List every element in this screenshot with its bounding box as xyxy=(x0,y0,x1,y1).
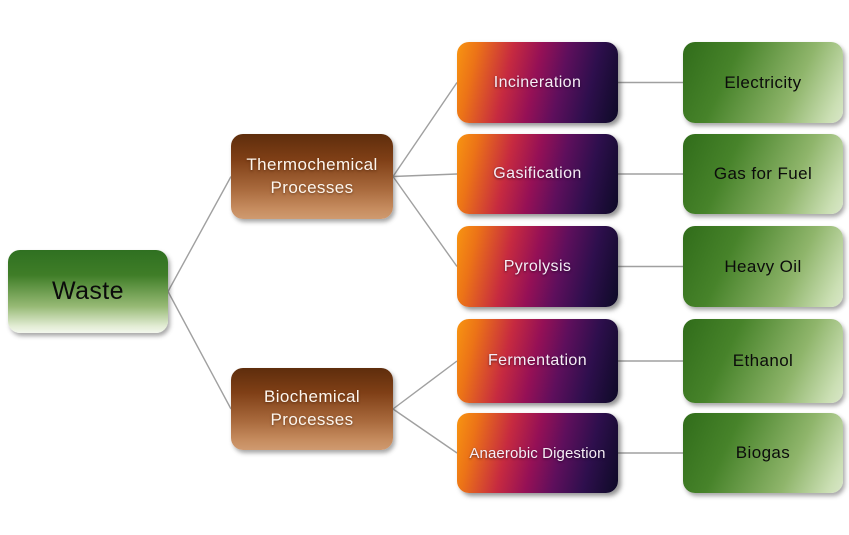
node-label: Electricity xyxy=(724,72,802,92)
node-pyrolysis: Pyrolysis xyxy=(457,226,618,307)
node-thermochemical-processes: Thermochemical Processes xyxy=(231,134,393,219)
node-biochemical-processes: Biochemical Processes xyxy=(231,368,393,450)
node-electricity: Electricity xyxy=(683,42,843,123)
node-label: Gasification xyxy=(493,165,582,182)
node-label: Anaerobic Digestion xyxy=(469,444,606,462)
node-gas-for-fuel: Gas for Fuel xyxy=(683,134,843,214)
node-label: Biogas xyxy=(735,443,791,462)
node-biogas: Biogas xyxy=(683,413,843,493)
node-label: Biochemical Processes xyxy=(263,387,361,429)
node-ethanol: Ethanol xyxy=(683,319,843,403)
node-label: Thermochemical Processes xyxy=(246,154,378,197)
node-anaerobic-digestion: Anaerobic Digestion xyxy=(457,413,618,493)
node-waste: Waste xyxy=(8,250,168,333)
node-label: Fermentation xyxy=(487,352,588,369)
node-label: Pyrolysis xyxy=(503,257,572,275)
node-label: Gas for Fuel xyxy=(713,164,813,183)
node-label: Heavy Oil xyxy=(724,256,802,276)
node-incineration: Incineration xyxy=(457,42,618,123)
node-heavy-oil: Heavy Oil xyxy=(683,226,843,307)
node-label: Waste xyxy=(52,277,124,305)
node-fermentation: Fermentation xyxy=(457,319,618,403)
node-label: Ethanol xyxy=(732,351,794,370)
node-label: Incineration xyxy=(493,73,582,91)
node-gasification: Gasification xyxy=(457,134,618,214)
